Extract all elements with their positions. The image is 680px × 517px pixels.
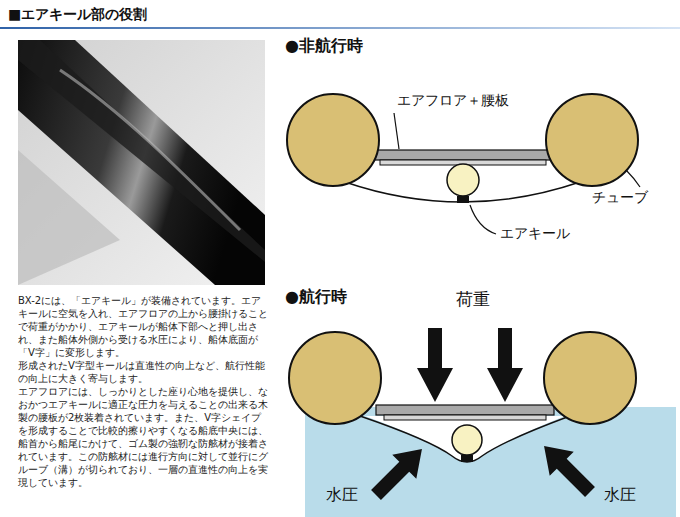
photo: [18, 40, 265, 285]
boat-sailing: [289, 328, 676, 517]
boat-at-rest: [287, 94, 640, 234]
floor-plate: [376, 405, 554, 415]
air-keel: [447, 164, 479, 196]
force-label: 荷重: [456, 289, 490, 309]
keel-strip: [461, 455, 473, 462]
paragraph: BX-2には、「エアキール」が装備されています。エアキールに空気を入れ、エアフロ…: [18, 294, 270, 359]
water: [305, 407, 676, 517]
title-rule: [0, 27, 680, 29]
page-title: ■エアキール部の役割: [8, 6, 147, 23]
tube: [546, 94, 638, 186]
floor-board: [384, 415, 546, 420]
force-label: 水圧: [604, 485, 636, 504]
part-label: チューブ: [592, 189, 648, 206]
keel-strip: [457, 196, 469, 203]
pressure-arrow: [364, 437, 434, 507]
leader-line: [470, 205, 496, 234]
load-arrow: [417, 328, 453, 402]
force-label: 水圧: [326, 485, 358, 504]
section-heading: ●航行時: [285, 287, 347, 306]
body-text: BX-2には、「エアキール」が装備されています。エアキールに空気を入れ、エアフロ…: [18, 294, 270, 489]
part-label: エアフロア＋腰板: [397, 92, 509, 109]
leader-line: [626, 170, 640, 187]
tube: [287, 94, 379, 186]
leader-line: [394, 113, 399, 149]
load-arrow: [487, 328, 523, 402]
paragraph: 形成されたV字型キールは直進性の向上など、航行性能の向上に大きく寄与します。: [18, 359, 270, 385]
tube: [544, 332, 636, 424]
pressure-arrow: [532, 434, 602, 504]
section-heading: ●非航行時: [285, 36, 363, 55]
paragraph: エアフロアには、しっかりとした座り心地を提供し、なおかつエアキールに適正な圧力を…: [18, 385, 270, 489]
part-label: エアキール: [500, 225, 570, 242]
air-keel: [452, 425, 482, 455]
floor-plate: [372, 150, 554, 160]
hull-skin: [360, 416, 570, 462]
tube: [289, 332, 381, 424]
